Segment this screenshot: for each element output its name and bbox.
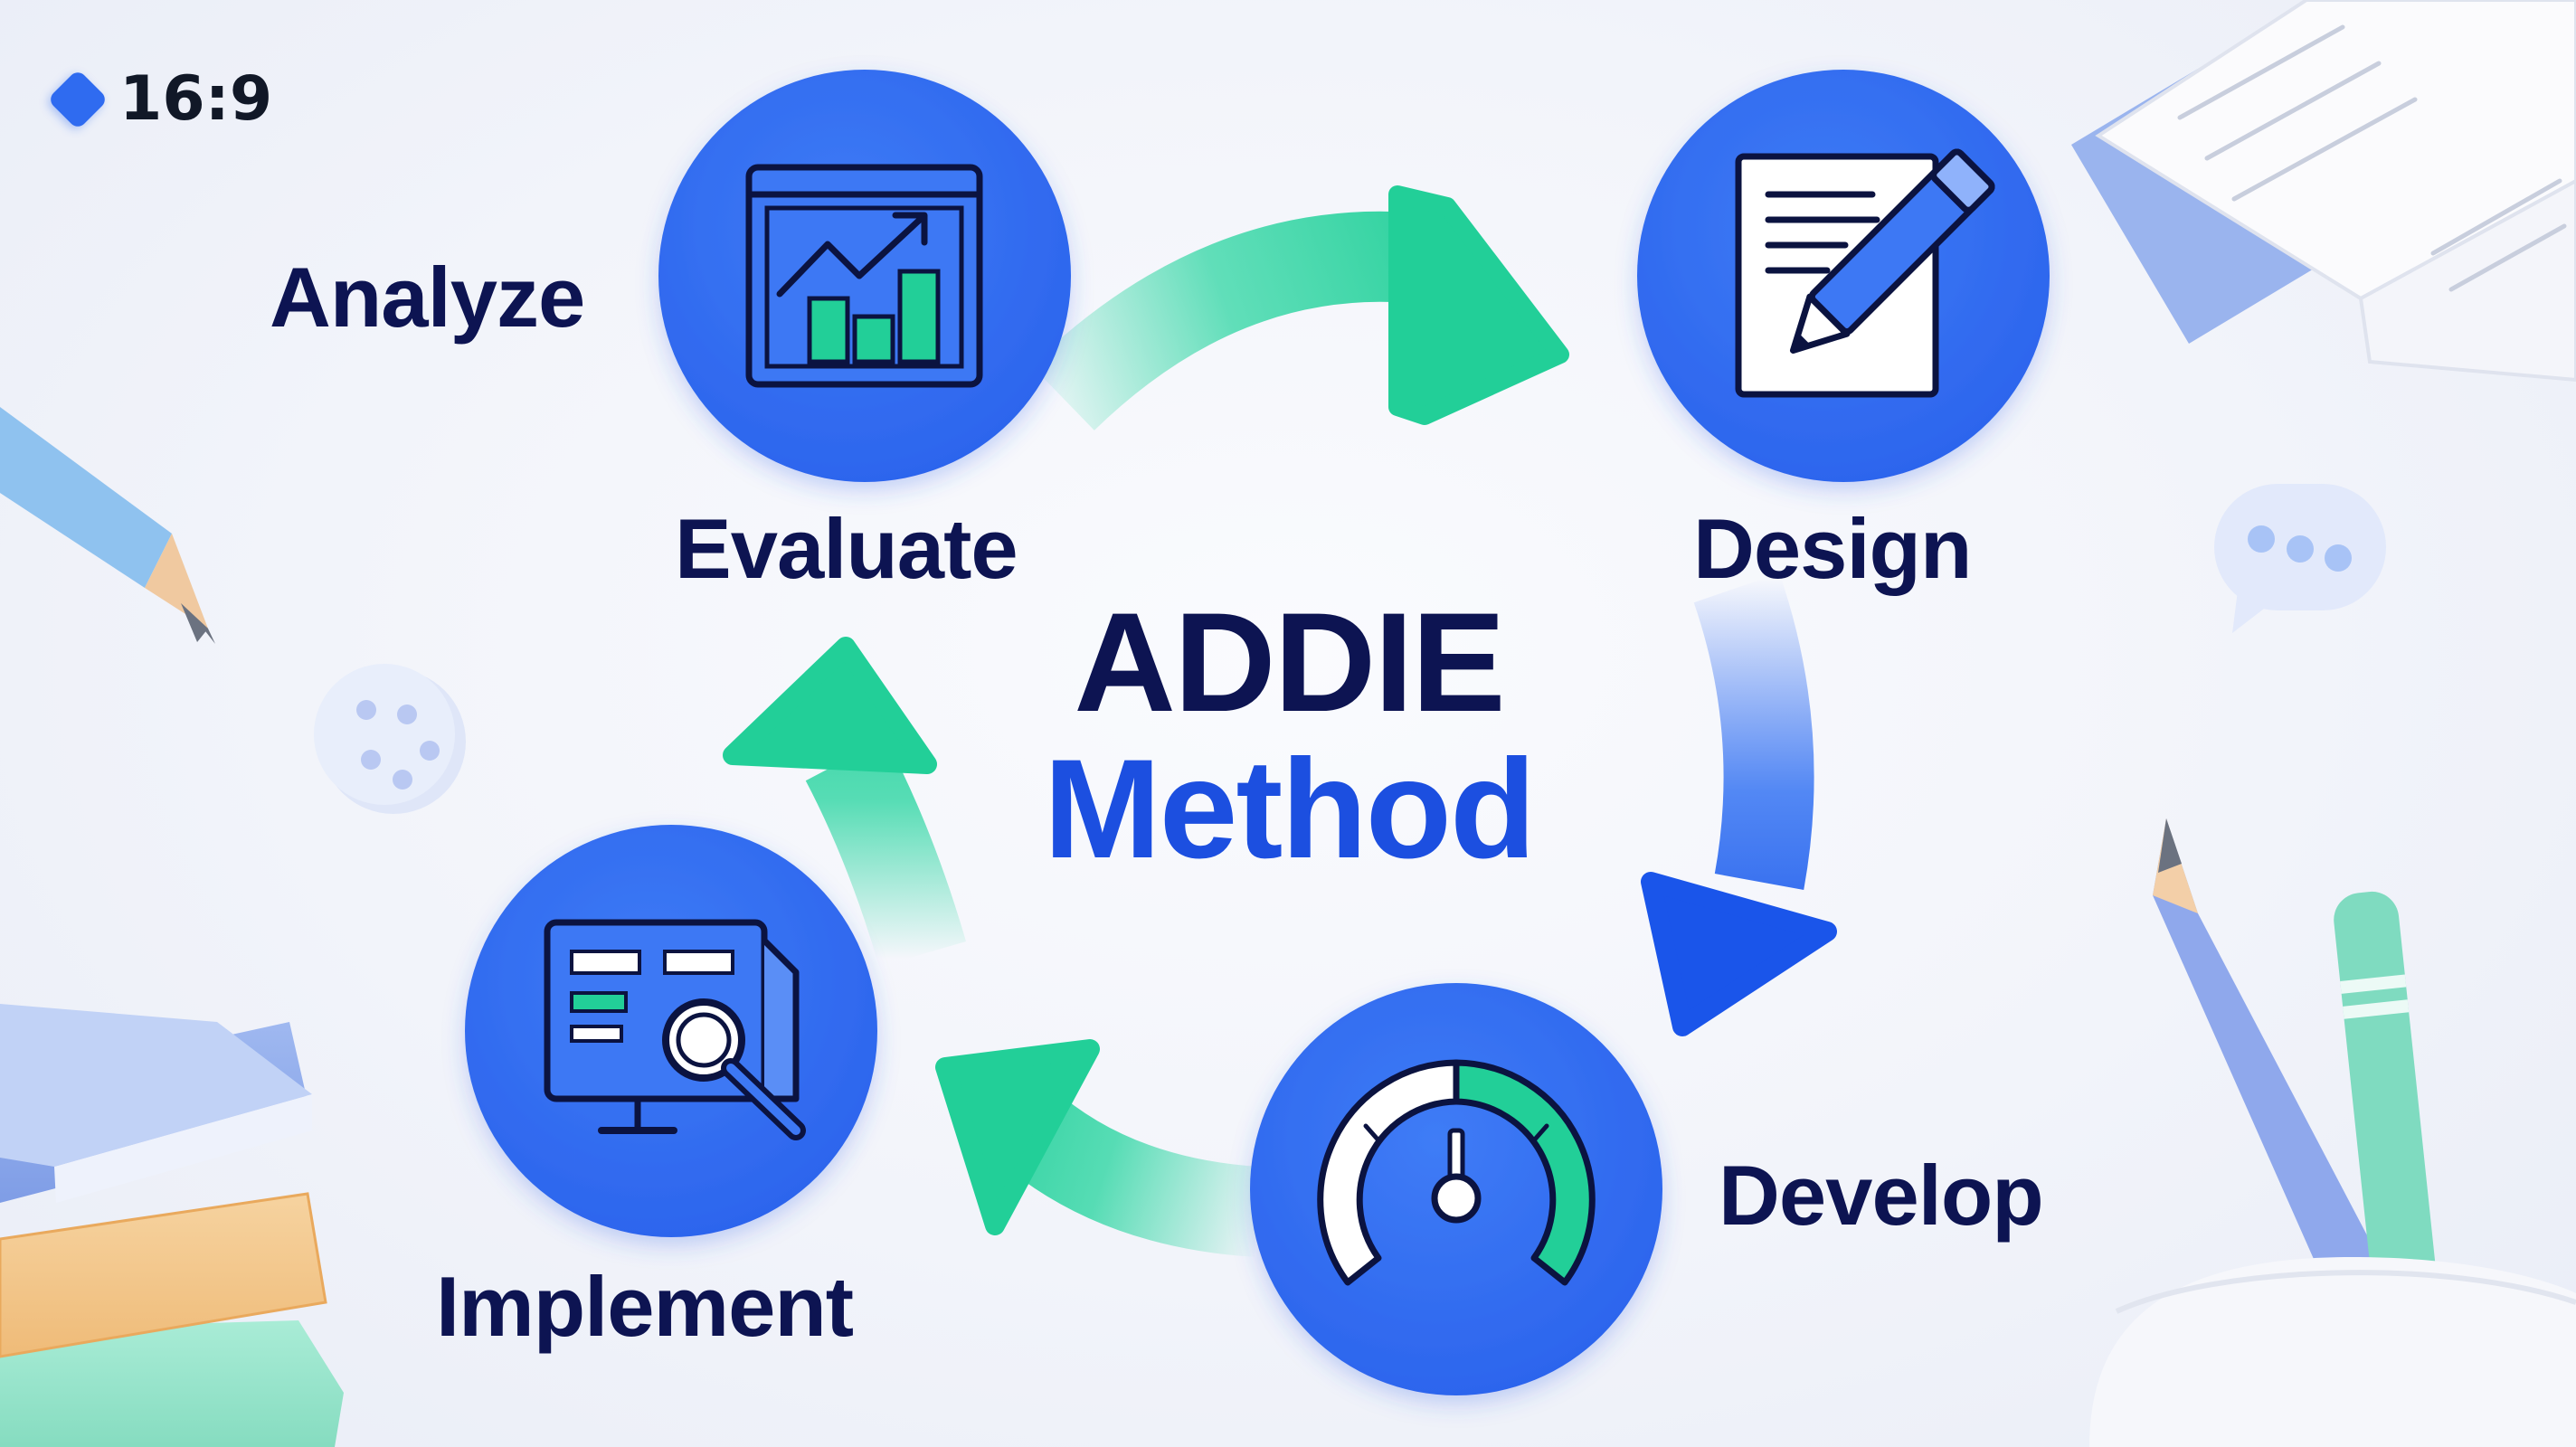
- analytics-chart-icon: [745, 164, 983, 388]
- stage-label-analyze: Analyze: [270, 250, 585, 345]
- document-pencil-icon: [1735, 148, 1995, 398]
- aspect-ratio-badge: 16:9: [47, 63, 273, 135]
- monitor-search-icon: [544, 919, 806, 1140]
- chat-bubble-icon: [2214, 484, 2386, 633]
- arrow-to-implement: [935, 1039, 1261, 1257]
- pencil-cup-icon: [2089, 818, 2576, 1447]
- diamond-icon: [47, 68, 109, 130]
- aspect-ratio-label: 16:9: [119, 63, 273, 135]
- stage-label-develop: Develop: [1719, 1148, 2044, 1243]
- open-book-icon: [2071, 0, 2576, 383]
- gauge-icon: [1317, 1059, 1596, 1286]
- arrow-to-design: [1031, 185, 1569, 431]
- title-line-addie: ADDIE: [1074, 584, 1505, 742]
- develop-circle: [1250, 983, 1662, 1395]
- book-stack-icon: [0, 1004, 344, 1447]
- arrow-to-evaluate: [723, 637, 966, 968]
- arrow-to-develop: [1641, 572, 1837, 1036]
- title-line-method: Method: [1043, 731, 1537, 888]
- pencil-left-icon: [0, 407, 215, 644]
- stage-label-evaluate: Evaluate: [675, 501, 1018, 596]
- implement-circle: [465, 825, 877, 1237]
- design-circle: [1637, 70, 2050, 482]
- stage-label-design: Design: [1693, 501, 1972, 596]
- diagram-title: ADDIE Method: [904, 592, 1673, 880]
- dots-bubble-icon: [314, 664, 466, 814]
- stage-label-implement: Implement: [436, 1259, 854, 1354]
- evaluate-circle: [658, 70, 1071, 482]
